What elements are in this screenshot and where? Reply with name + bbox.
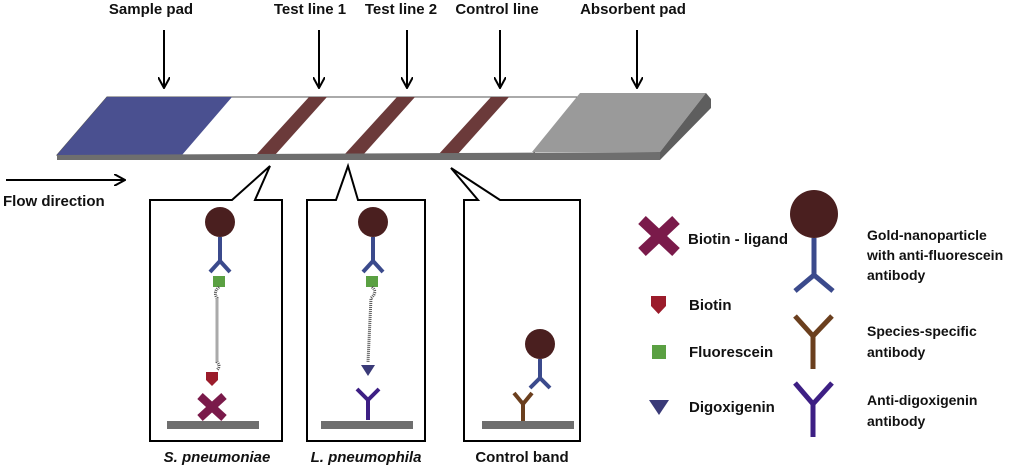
test-line-1 <box>256 97 327 155</box>
biotin-tag <box>206 372 218 386</box>
gold-nanoparticle <box>525 329 555 359</box>
anti-fluorescein-antibody <box>361 237 385 274</box>
zoom-panel-s-pneumoniae: S. pneumoniae <box>149 165 283 466</box>
legend-gold-nanoparticle-line2: with anti-fluorescein <box>866 247 1003 263</box>
absorbent-pad-label: Absorbent pad <box>580 1 686 18</box>
legend-anti-digoxigenin-line1: Anti-digoxigenin <box>867 392 977 408</box>
control-line <box>438 97 509 155</box>
digoxigenin-icon <box>649 400 669 415</box>
fluorescein-tag <box>366 276 378 287</box>
membrane-surface <box>167 421 259 429</box>
panel-1-caption: S. pneumoniae <box>164 449 271 466</box>
panel-2-caption: L. pneumophila <box>311 449 422 466</box>
legend-biotin-ligand-label: Biotin - ligand <box>688 231 788 248</box>
biotin-ligand-cross <box>197 393 227 421</box>
legend-gold-nanoparticle-line1: Gold-nanoparticle <box>867 227 987 243</box>
gold-nanoparticle-icon <box>790 190 838 238</box>
legend-fluorescein-label: Fluorescein <box>689 344 773 361</box>
gold-nanoparticle <box>358 207 388 237</box>
biotin-ligand-icon <box>638 215 680 257</box>
sample-pad-label: Sample pad <box>109 1 193 18</box>
zoom-panel-control-band: Control band <box>450 167 581 466</box>
sample-pad <box>57 97 232 155</box>
callout-box <box>450 167 581 442</box>
strip-edge <box>57 152 660 160</box>
absorbent-pad-side <box>660 93 711 160</box>
legend-species-specific-line1: Species-specific <box>867 323 977 339</box>
pointer-arrows <box>164 30 637 87</box>
membrane-surface <box>321 421 413 429</box>
anti-fluorescein-antibody <box>528 359 552 390</box>
anti-digoxigenin-antibody <box>355 387 381 420</box>
flow-direction-label: Flow direction <box>3 193 105 210</box>
legend-species-specific-line2: antibody <box>867 344 926 360</box>
callout-box <box>149 165 283 442</box>
panel-3-caption: Control band <box>475 449 568 466</box>
species-specific-antibody-icon <box>793 314 834 369</box>
membrane-surface <box>482 421 574 429</box>
test-line-2-label: Test line 2 <box>365 1 437 18</box>
fluorescein-tag <box>213 276 225 287</box>
legend-anti-digoxigenin-line2: antibody <box>867 413 926 429</box>
anti-digoxigenin-antibody-icon <box>793 381 834 437</box>
anti-fluorescein-antibody <box>208 237 232 274</box>
test-strip <box>55 93 711 160</box>
legend-gold-nanoparticle-line3: antibody <box>867 267 926 283</box>
fluorescein-icon <box>652 345 666 359</box>
gold-nanoparticle <box>205 207 235 237</box>
legend: Biotin - ligand Biotin Fluorescein Digox… <box>638 190 1003 437</box>
control-line-label: Control line <box>455 1 538 18</box>
dna-probe <box>366 285 377 363</box>
species-specific-antibody <box>512 391 534 421</box>
dna-probe <box>213 285 221 372</box>
absorbent-pad <box>532 93 706 152</box>
callout-box <box>306 162 426 442</box>
digoxigenin-tag <box>361 365 375 376</box>
test-line-1-label: Test line 1 <box>274 1 346 18</box>
test-line-2 <box>344 97 415 155</box>
legend-digoxigenin-label: Digoxigenin <box>689 399 775 416</box>
legend-biotin-label: Biotin <box>689 297 732 314</box>
anti-fluorescein-antibody-icon <box>793 238 835 293</box>
biotin-icon <box>651 296 666 314</box>
zoom-panel-l-pneumophila: L. pneumophila <box>306 162 426 466</box>
